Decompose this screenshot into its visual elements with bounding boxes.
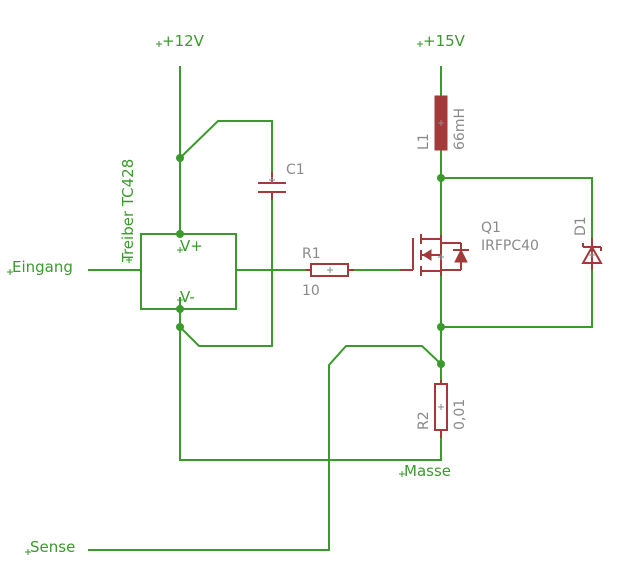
junction-dot — [176, 154, 184, 162]
junction-dot — [437, 360, 445, 368]
junction-dot — [176, 323, 184, 331]
junction-dot — [176, 230, 184, 238]
d1-ref-label: D1 — [573, 216, 589, 236]
net-label-input: Eingang — [12, 258, 73, 276]
wire-d1-bottom — [441, 268, 593, 328]
driver-pin-vminus: V- — [180, 288, 195, 306]
driver-ic-box — [140, 233, 237, 310]
l1-ref-label: L1 — [416, 133, 432, 150]
mosfet-q1 — [400, 234, 469, 276]
junction-dot — [176, 305, 184, 313]
r2-ref-label: R2 — [416, 411, 432, 430]
wire-c1-top — [179, 120, 273, 180]
wire-sense — [88, 345, 442, 551]
supply-label-12v: +12V — [162, 32, 205, 50]
junction-dot — [437, 174, 445, 182]
c1-ref-label: C1 — [286, 162, 305, 178]
r1-value-label: 10 — [302, 283, 320, 299]
q1-ref-label: Q1 — [481, 220, 501, 236]
r1-ref-label: R1 — [302, 246, 321, 262]
wires — [88, 66, 593, 551]
driver-name-label: Treiber TC428 — [119, 159, 137, 263]
capacitor-c1 — [258, 172, 286, 200]
junction-dot — [437, 323, 445, 331]
resistor-r1 — [306, 263, 354, 277]
driver-pin-vplus: V+ — [180, 237, 203, 255]
junctions — [176, 154, 445, 368]
supply-label-15v: +15V — [423, 32, 466, 50]
q1-value-label: IRFPC40 — [481, 238, 539, 254]
net-label-sense: Sense — [30, 538, 75, 556]
origin-crosses — [7, 41, 595, 555]
wire-d1-top — [441, 177, 593, 240]
net-label-ground: Masse — [404, 462, 451, 480]
r2-value-label: 0,01 — [452, 399, 468, 430]
l1-value-label: 66mH — [452, 108, 468, 150]
wire-ground-rail — [179, 327, 442, 461]
resistor-r2 — [434, 380, 448, 438]
